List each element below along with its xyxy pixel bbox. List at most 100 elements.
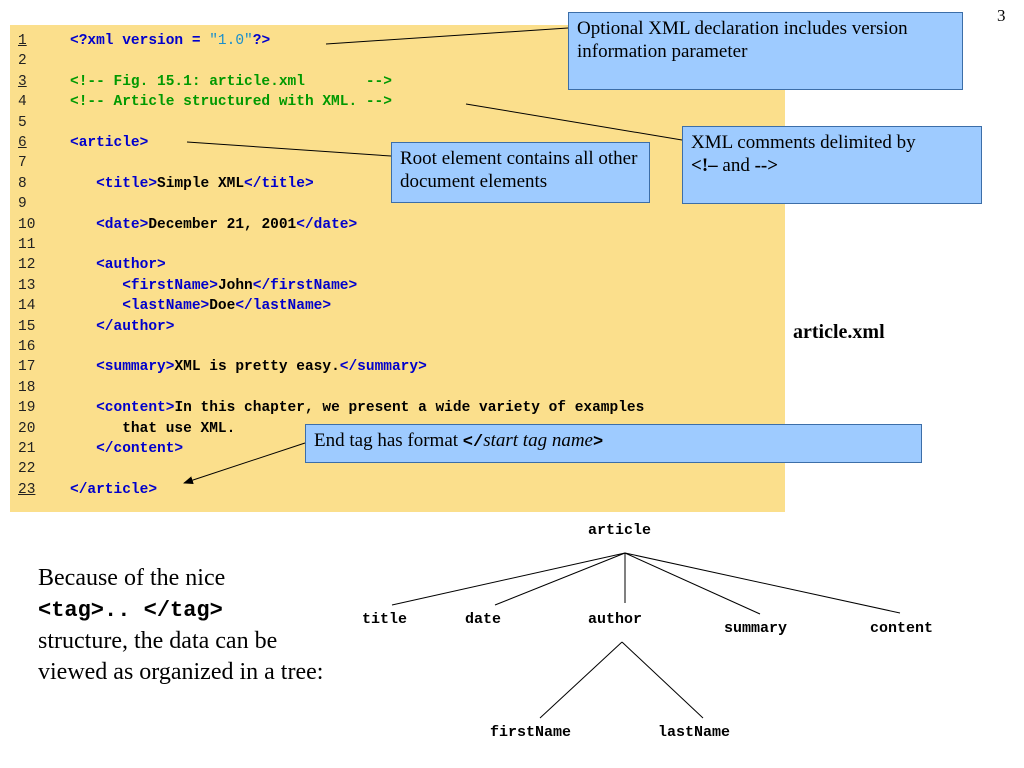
line-number: 16 (18, 339, 36, 355)
code-line: 18 (10, 380, 785, 400)
code-line: 17 <summary>XML is pretty easy.</summary… (10, 359, 785, 379)
code-line: 16 (10, 339, 785, 359)
code-line: 12 <author> (10, 257, 785, 277)
line-number: 10 (18, 216, 36, 233)
code-line: 20 that use XML. (10, 421, 785, 441)
code-token: that use XML. (70, 420, 236, 437)
line-number: 5 (18, 114, 27, 131)
code-token: December 21, 2001 (148, 216, 297, 233)
code-line: 4 <!-- Article structured with XML. --> (10, 94, 785, 114)
code-line: 10 <date>December 21, 2001</date> (10, 217, 785, 237)
code-line: 22 (10, 461, 785, 481)
tree-node-lastname: lastName (658, 724, 731, 741)
callout-comments-and: and (717, 155, 755, 176)
leader-root (186, 141, 392, 157)
callout-endtag-name: start tag name (483, 430, 593, 451)
code-line: 23 </article> (10, 482, 785, 502)
line-number: 22 (18, 461, 36, 478)
leader-end-tag (183, 442, 306, 484)
code-line: 9 (10, 196, 785, 216)
code-line: 13 <firstName>John</firstName> (10, 278, 785, 298)
line-number: 4 (18, 94, 27, 111)
code-token: <date> (96, 216, 149, 233)
code-line: 5 (10, 115, 785, 135)
code-token: <!-- Article structured with XML. --> (70, 94, 392, 111)
code-line: 8 <title>Simple XML</title> (10, 176, 785, 196)
code-text: <content>In this chapter, we present a w… (70, 400, 644, 416)
code-token: </author> (96, 318, 175, 335)
tree-node-content: content (870, 620, 934, 637)
file-label: article.xml (793, 321, 885, 343)
callout-root-element: Root element contains all other document… (391, 142, 650, 203)
code-token: <article> (70, 135, 149, 151)
code-text: <lastName>Doe</lastName> (70, 298, 331, 314)
tree-explanation-line3: structure, the data can be viewed as org… (38, 628, 324, 685)
line-number: 11 (18, 237, 36, 253)
tree-edge-author-firstname (539, 641, 623, 719)
code-line: 14 <lastName>Doe</lastName> (10, 298, 785, 318)
code-token: In this chapter, we present a wide varie… (174, 400, 645, 417)
callout-comments-close: --> (754, 155, 779, 176)
tree-explanation-line1: Because of the nice (38, 565, 226, 591)
tree-node-author: author (588, 611, 643, 628)
line-number: 23 (18, 481, 36, 498)
code-text: <firstName>John</firstName> (70, 278, 357, 294)
code-line: 2 (10, 53, 785, 73)
callout-end-tag: End tag has format </start tag name> (305, 424, 922, 463)
tree-node-summary: summary (724, 620, 788, 637)
code-text: </content> (70, 441, 183, 457)
code-text: <!-- Fig. 15.1: article.xml --> (70, 74, 392, 90)
code-text: <?xml version = "1.0"?> (70, 33, 270, 49)
line-number: 9 (18, 196, 27, 213)
tree-explanation: Because of the nice <tag>.. </tag> struc… (38, 563, 328, 688)
code-token: </firstName> (252, 277, 358, 294)
code-token: </date> (296, 216, 358, 233)
leader-declaration (325, 27, 569, 45)
code-text: <author> (70, 257, 166, 273)
line-number: 19 (18, 400, 36, 417)
code-token: <lastName> (122, 298, 210, 315)
callout-root-text: Root element contains all other document… (400, 148, 638, 192)
code-token: <summary> (96, 359, 175, 376)
code-text: <!-- Article structured with XML. --> (70, 94, 392, 110)
code-token: Simple XML (157, 175, 245, 192)
line-number: 8 (18, 175, 27, 192)
code-token: John (217, 277, 253, 294)
line-number: 3 (18, 73, 27, 90)
code-token: </content> (96, 441, 184, 457)
leader-comments (465, 103, 683, 141)
tree-edge-article-date (494, 552, 626, 606)
code-line: 19 <content>In this chapter, we present … (10, 400, 785, 420)
callout-comments-prefix: XML comments delimited by (691, 132, 916, 153)
line-number: 2 (18, 53, 27, 70)
callout-xml-comments: XML comments delimited by <!– and --> (682, 126, 982, 204)
line-number: 20 (18, 420, 36, 437)
code-token: </title> (244, 175, 314, 192)
code-line: 21 </content> (10, 441, 785, 461)
code-text: that use XML. (70, 421, 235, 437)
line-number: 14 (18, 298, 36, 315)
line-number: 6 (18, 135, 27, 151)
code-token: <firstName> (122, 277, 218, 294)
callout-xml-declaration-text: Optional XML declaration includes versio… (577, 18, 908, 62)
code-token: Doe (209, 298, 236, 315)
code-token: </lastName> (235, 298, 332, 315)
code-token: XML is pretty easy. (174, 359, 340, 376)
code-text: </article> (70, 482, 157, 498)
code-token: <!-- Fig. 15.1: article.xml --> (70, 73, 392, 90)
code-token: </summary> (339, 359, 427, 376)
code-line: 3 <!-- Fig. 15.1: article.xml --> (10, 74, 785, 94)
callout-endtag-gt: > (592, 433, 604, 452)
tree-explanation-code: <tag>.. </tag> (38, 598, 223, 623)
tree-edge-article-summary (624, 552, 761, 615)
code-line: 11 (10, 237, 785, 257)
code-token: "1.0" (209, 33, 253, 49)
code-token: <title> (96, 175, 158, 192)
code-text: <article> (70, 135, 148, 151)
tree-edge-author-lastname (621, 641, 704, 719)
code-line: 7 (10, 155, 785, 175)
line-number: 18 (18, 379, 36, 396)
tree-edge-article-title (391, 552, 626, 606)
line-number: 13 (18, 277, 36, 294)
